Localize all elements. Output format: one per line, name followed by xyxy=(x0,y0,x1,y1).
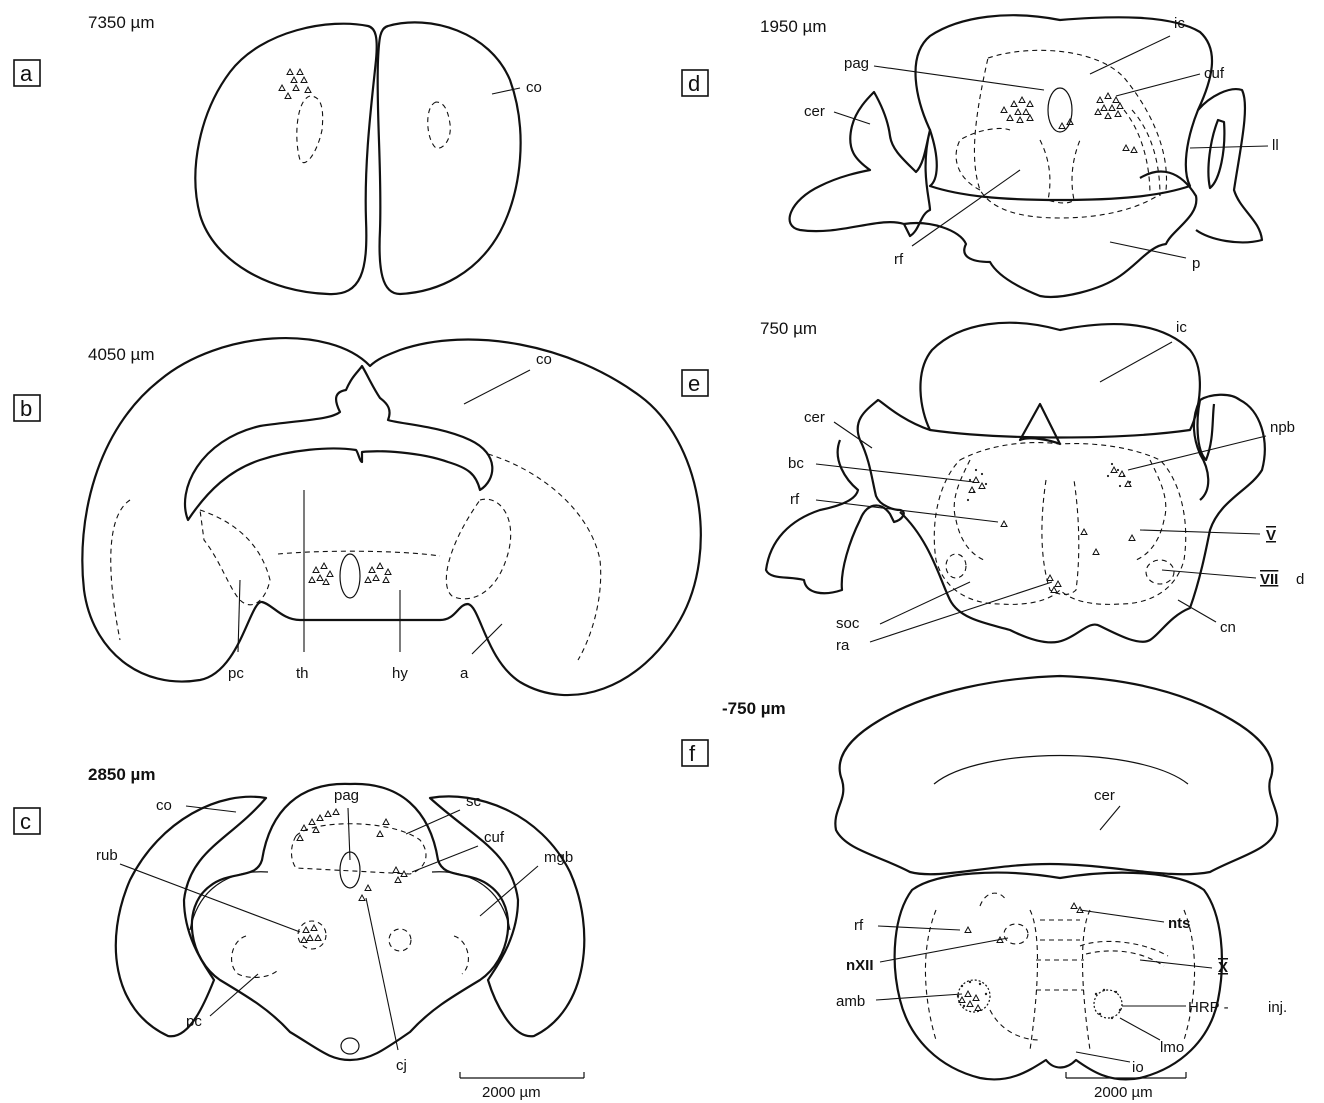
panel-e-depth: 750 µm xyxy=(760,319,817,338)
label-rub: rub xyxy=(96,847,118,864)
panel-a: a 7350 µm co xyxy=(14,13,542,294)
label-pc: pc xyxy=(228,665,244,682)
label-npb: npb xyxy=(1270,419,1295,436)
label-p: p xyxy=(1192,255,1200,272)
label-co: co xyxy=(536,351,552,368)
panel-b: b 4050 µm co pc th hy a xyxy=(14,338,701,695)
label-v: V xyxy=(1266,527,1276,544)
label-ic: ic xyxy=(1174,15,1185,32)
panel-b-depth: 4050 µm xyxy=(88,345,155,364)
label-co: co xyxy=(156,797,172,814)
label-soc: soc xyxy=(836,615,860,632)
panel-c-depth: 2850 µm xyxy=(88,765,155,784)
label-co: co xyxy=(526,79,542,96)
panel-f-depth: -750 µm xyxy=(722,699,786,718)
label-pag: pag xyxy=(844,55,869,72)
panel-e: e 750 µm ic cer npb bc rf xyxy=(682,319,1304,654)
panel-e-ic-outline xyxy=(920,323,1199,438)
label-nxii: nXII xyxy=(846,957,874,974)
panel-c-letter: c xyxy=(20,809,31,834)
label-nts: nts xyxy=(1168,915,1191,932)
label-rf: rf xyxy=(790,491,800,508)
label-bc: bc xyxy=(788,455,804,472)
panel-b-ventricle xyxy=(185,366,492,520)
label-vii: VII xyxy=(1260,571,1278,588)
panel-b-cell-markers xyxy=(309,563,391,585)
panel-a-letter: a xyxy=(20,61,33,86)
label-sc: sc xyxy=(466,793,482,810)
label-mgb: mgb xyxy=(544,849,573,866)
panel-b-letter: b xyxy=(20,396,32,421)
label-rf: rf xyxy=(854,917,864,934)
label-pc: pc xyxy=(186,1013,202,1030)
label-cer: cer xyxy=(804,103,825,120)
label-amb: amb xyxy=(836,993,865,1010)
panel-c: c 2850 µm co pag sc cuf rub xyxy=(14,765,584,1101)
panel-f-cerebellum-outline xyxy=(835,676,1277,874)
label-rf: rf xyxy=(894,251,904,268)
label-d: d xyxy=(1296,571,1304,588)
label-cn: cn xyxy=(1220,619,1236,636)
panel-c-scale-bar: 2000 µm xyxy=(460,1072,584,1101)
label-hrp: HRP - xyxy=(1188,999,1229,1016)
panel-a-right-hemisphere xyxy=(378,22,521,294)
label-cer: cer xyxy=(804,409,825,426)
panel-d-letter: d xyxy=(688,71,700,96)
panel-a-left-hemisphere xyxy=(195,24,376,294)
label-hy: hy xyxy=(392,665,408,682)
label-cj: cj xyxy=(396,1057,407,1074)
label-cuf: cuf xyxy=(484,829,505,846)
panel-f-scale-bar: 2000 µm xyxy=(1066,1072,1186,1101)
panel-f: f -750 µm cer rf nts nXII xyxy=(682,676,1287,1101)
panel-c-cell-markers xyxy=(297,809,407,943)
panel-b-brain-outline xyxy=(82,338,700,695)
label-inj: inj. xyxy=(1268,999,1287,1016)
label-cuf: cuf xyxy=(1204,65,1225,82)
scale-bar-label: 2000 µm xyxy=(482,1084,541,1101)
label-ll: ll xyxy=(1272,137,1279,154)
label-lmo: lmo xyxy=(1160,1039,1184,1056)
scale-bar-label: 2000 µm xyxy=(1094,1084,1153,1101)
label-th: th xyxy=(296,665,309,682)
panel-e-cell-markers xyxy=(967,463,1135,593)
label-pag: pag xyxy=(334,787,359,804)
panel-a-cell-markers xyxy=(279,69,311,99)
panel-f-letter: f xyxy=(689,741,696,766)
label-cer: cer xyxy=(1094,787,1115,804)
label-a: a xyxy=(460,665,469,682)
label-x: X xyxy=(1218,959,1228,976)
panel-c-left-cortex xyxy=(116,797,266,1037)
panel-e-letter: e xyxy=(688,371,700,396)
panel-f-cell-markers xyxy=(957,903,1121,1019)
panel-d-depth: 1950 µm xyxy=(760,17,827,36)
panel-a-depth: 7350 µm xyxy=(88,13,155,32)
label-ra: ra xyxy=(836,637,850,654)
panel-d-cell-markers xyxy=(1001,93,1137,153)
label-ic: ic xyxy=(1176,319,1187,336)
panel-d: d 1950 µm ic pag cuf cer ll xyxy=(682,15,1279,297)
label-io: io xyxy=(1132,1059,1144,1076)
